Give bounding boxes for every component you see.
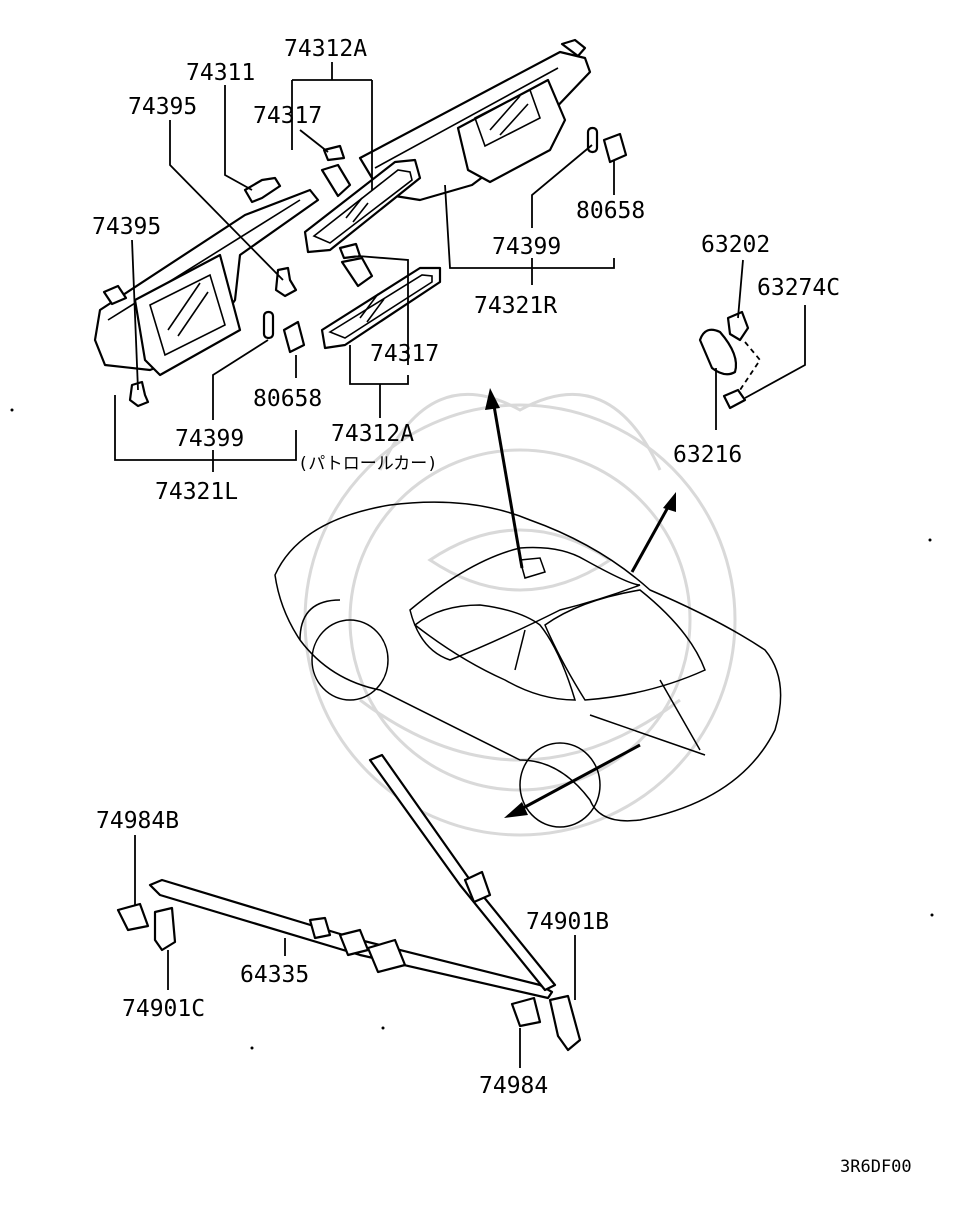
label-74311: 74311	[186, 60, 255, 86]
label-74399-left: 74399	[175, 426, 244, 452]
right-sun-visor	[358, 38, 592, 202]
label-64335: 64335	[240, 962, 309, 988]
label-63202: 63202	[701, 232, 770, 258]
label-74321L: 74321L	[155, 479, 238, 505]
label-74312A-bottom: 74312A	[331, 421, 414, 447]
arrow-to-grip	[630, 492, 676, 573]
seat-belt-assembly	[116, 753, 582, 1052]
label-74901C: 74901C	[122, 996, 205, 1022]
leader-lines	[114, 62, 806, 1068]
left-sun-visor	[93, 188, 320, 377]
label-74399-right: 74399	[492, 234, 561, 260]
label-63274C: 63274C	[757, 275, 840, 301]
diagram-code: 3R6DF00	[840, 1157, 912, 1177]
label-80658-right: 80658	[576, 198, 645, 224]
scan-specks	[10, 408, 934, 1050]
label-63216: 63216	[673, 442, 742, 468]
label-74901B: 74901B	[526, 909, 609, 935]
assist-grip	[698, 310, 762, 410]
arrow-to-seatbelt	[504, 743, 641, 818]
label-74395-top: 74395	[128, 94, 197, 120]
rear-view-mirror-lower	[320, 242, 442, 350]
small-parts	[128, 126, 628, 408]
label-74317-mid: 74317	[370, 341, 439, 367]
label-74312A-top: 74312A	[284, 36, 367, 62]
label-74317-top: 74317	[253, 103, 322, 129]
part-labels: 74312A 74311 74395 74317 74395 80658 743…	[92, 36, 912, 1177]
car-outline	[274, 501, 782, 828]
label-80658-left: 80658	[253, 386, 322, 412]
label-74321R: 74321R	[474, 293, 557, 319]
label-74984B: 74984B	[96, 808, 179, 834]
label-74984: 74984	[479, 1073, 548, 1099]
rear-view-mirror-upper	[303, 144, 422, 254]
label-74395-left: 74395	[92, 214, 161, 240]
arrow-to-mirror	[485, 388, 524, 569]
label-patrol-car-note: (パトロールカー)	[298, 454, 437, 474]
